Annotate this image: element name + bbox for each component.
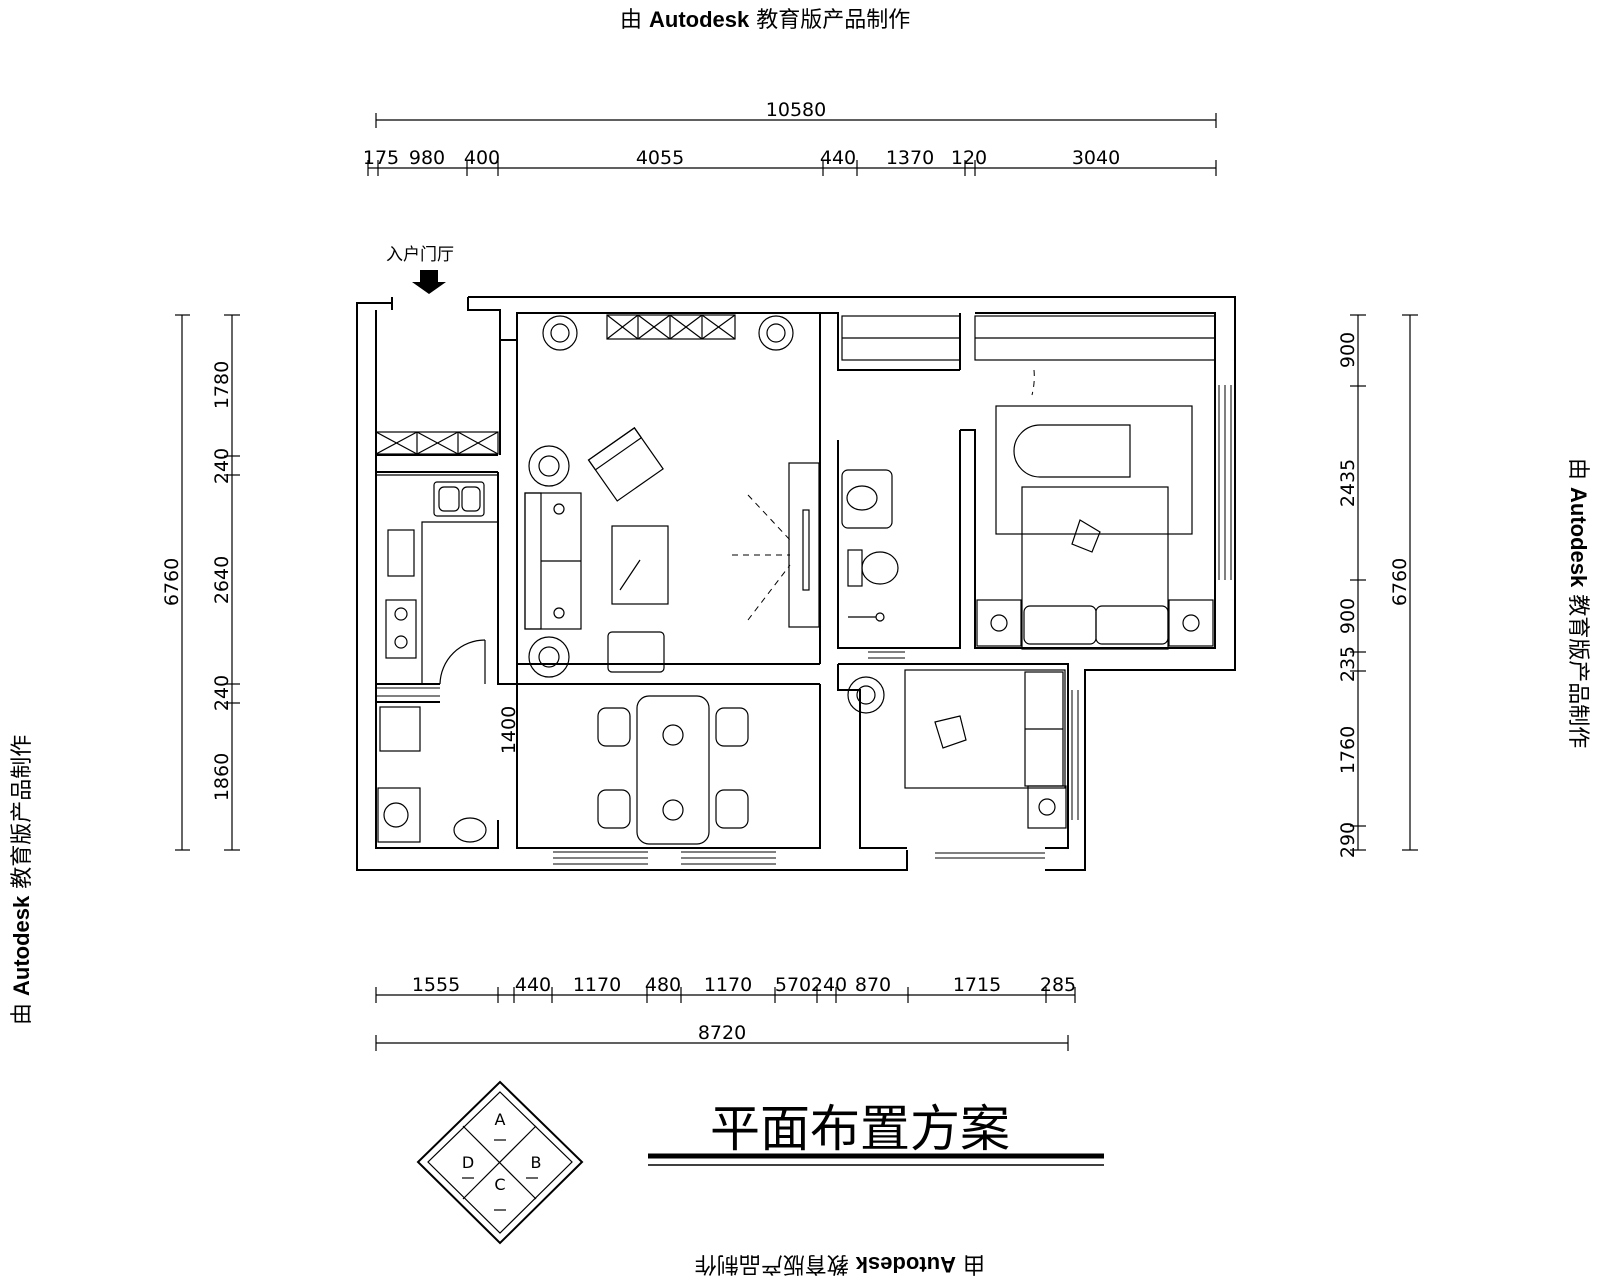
coffee-table — [611, 525, 669, 605]
entry-cabinet — [375, 431, 499, 455]
right-dimension-chain: 900 2435 900 235 1760 290 — [1337, 314, 1366, 858]
left-total-label: 6760 — [161, 558, 183, 606]
bathroom-door-swing — [1031, 369, 1035, 396]
drawing-title: 平面布置方案 — [710, 1100, 1010, 1158]
top-seg-4: 4055 — [636, 147, 684, 169]
bottom-seg-9: 1715 — [953, 974, 1001, 996]
left-dimension-total: 6760 — [161, 314, 190, 851]
bottom-seg-4: 480 — [645, 974, 681, 996]
compass-b-label: B — [531, 1153, 542, 1172]
walls — [356, 296, 1236, 871]
dining-table — [597, 695, 749, 845]
bottom-seg-7: 240 — [811, 974, 847, 996]
top-seg-3: 400 — [464, 147, 500, 169]
windows — [376, 385, 1232, 865]
bottom-seg-2: 440 — [515, 974, 551, 996]
entry-hall-label: 入户门厅 — [386, 245, 454, 265]
wardrobe-right — [974, 315, 1216, 361]
tv-wall — [732, 462, 820, 628]
left-seg-4: 240 — [211, 675, 233, 711]
right-seg-5: 1760 — [1337, 726, 1359, 774]
bottom-dimension-chain: 1555 440 1170 480 1170 570 240 870 1715 … — [375, 974, 1076, 1003]
top-total-label: 10580 — [766, 99, 826, 121]
laundry-fixtures — [377, 706, 487, 843]
right-seg-3: 900 — [1337, 598, 1359, 634]
bottom-seg-8: 870 — [855, 974, 891, 996]
top-seg-5: 440 — [820, 147, 856, 169]
right-total-label: 6760 — [1389, 558, 1411, 606]
right-seg-4: 235 — [1337, 646, 1359, 682]
compass-d-label: D — [462, 1153, 474, 1172]
sofa — [524, 445, 582, 678]
bathroom-fixtures — [841, 469, 899, 622]
top-dimension-chain: 175 980 400 4055 440 1370 120 3040 — [363, 147, 1217, 176]
right-seg-2: 2435 — [1337, 459, 1359, 507]
wardrobe-left — [841, 315, 961, 361]
master-bed — [976, 405, 1214, 650]
compass-a-label: A — [495, 1110, 506, 1129]
top-seg-1: 175 — [363, 147, 399, 169]
bottom-seg-5: 1170 — [704, 974, 752, 996]
kitchen-counter — [376, 474, 499, 685]
compass-rose: A B C D — [416, 1080, 584, 1245]
armchair — [587, 427, 664, 502]
entry-arrow-icon — [412, 270, 446, 294]
bottom-seg-1: 1555 — [412, 974, 460, 996]
top-seg-2: 980 — [409, 147, 445, 169]
ottoman — [607, 631, 665, 673]
second-bed — [847, 669, 1067, 829]
watermark-top: 由 Autodesk 教育版产品制作 — [620, 7, 911, 33]
compass-c-label: C — [494, 1175, 505, 1194]
bottom-dimension-total: 8720 — [375, 1022, 1069, 1051]
top-seg-6: 1370 — [886, 147, 934, 169]
top-seg-8: 3040 — [1072, 147, 1120, 169]
left-seg-3: 2640 — [211, 556, 233, 604]
top-seg-7: 120 — [951, 147, 987, 169]
left-seg-2: 240 — [211, 448, 233, 484]
right-seg-1: 900 — [1337, 332, 1359, 368]
left-dimension-chain: 1780 240 2640 240 1860 1400 — [211, 314, 520, 851]
kitchen-door-swing — [439, 639, 486, 685]
left-seg-1: 1780 — [211, 361, 233, 409]
bottom-total-label: 8720 — [698, 1022, 746, 1044]
top-dimension-total: 10580 — [375, 99, 1217, 128]
bottom-seg-3: 1170 — [573, 974, 621, 996]
plant-icon — [542, 315, 794, 351]
living-tv-cabinet — [606, 314, 736, 340]
left-inner-label: 1400 — [498, 706, 520, 754]
bottom-seg-10: 285 — [1040, 974, 1076, 996]
right-seg-6: 290 — [1337, 822, 1359, 858]
left-seg-5: 1860 — [211, 753, 233, 801]
bottom-seg-6: 570 — [775, 974, 811, 996]
right-dimension-total: 6760 — [1389, 314, 1418, 851]
